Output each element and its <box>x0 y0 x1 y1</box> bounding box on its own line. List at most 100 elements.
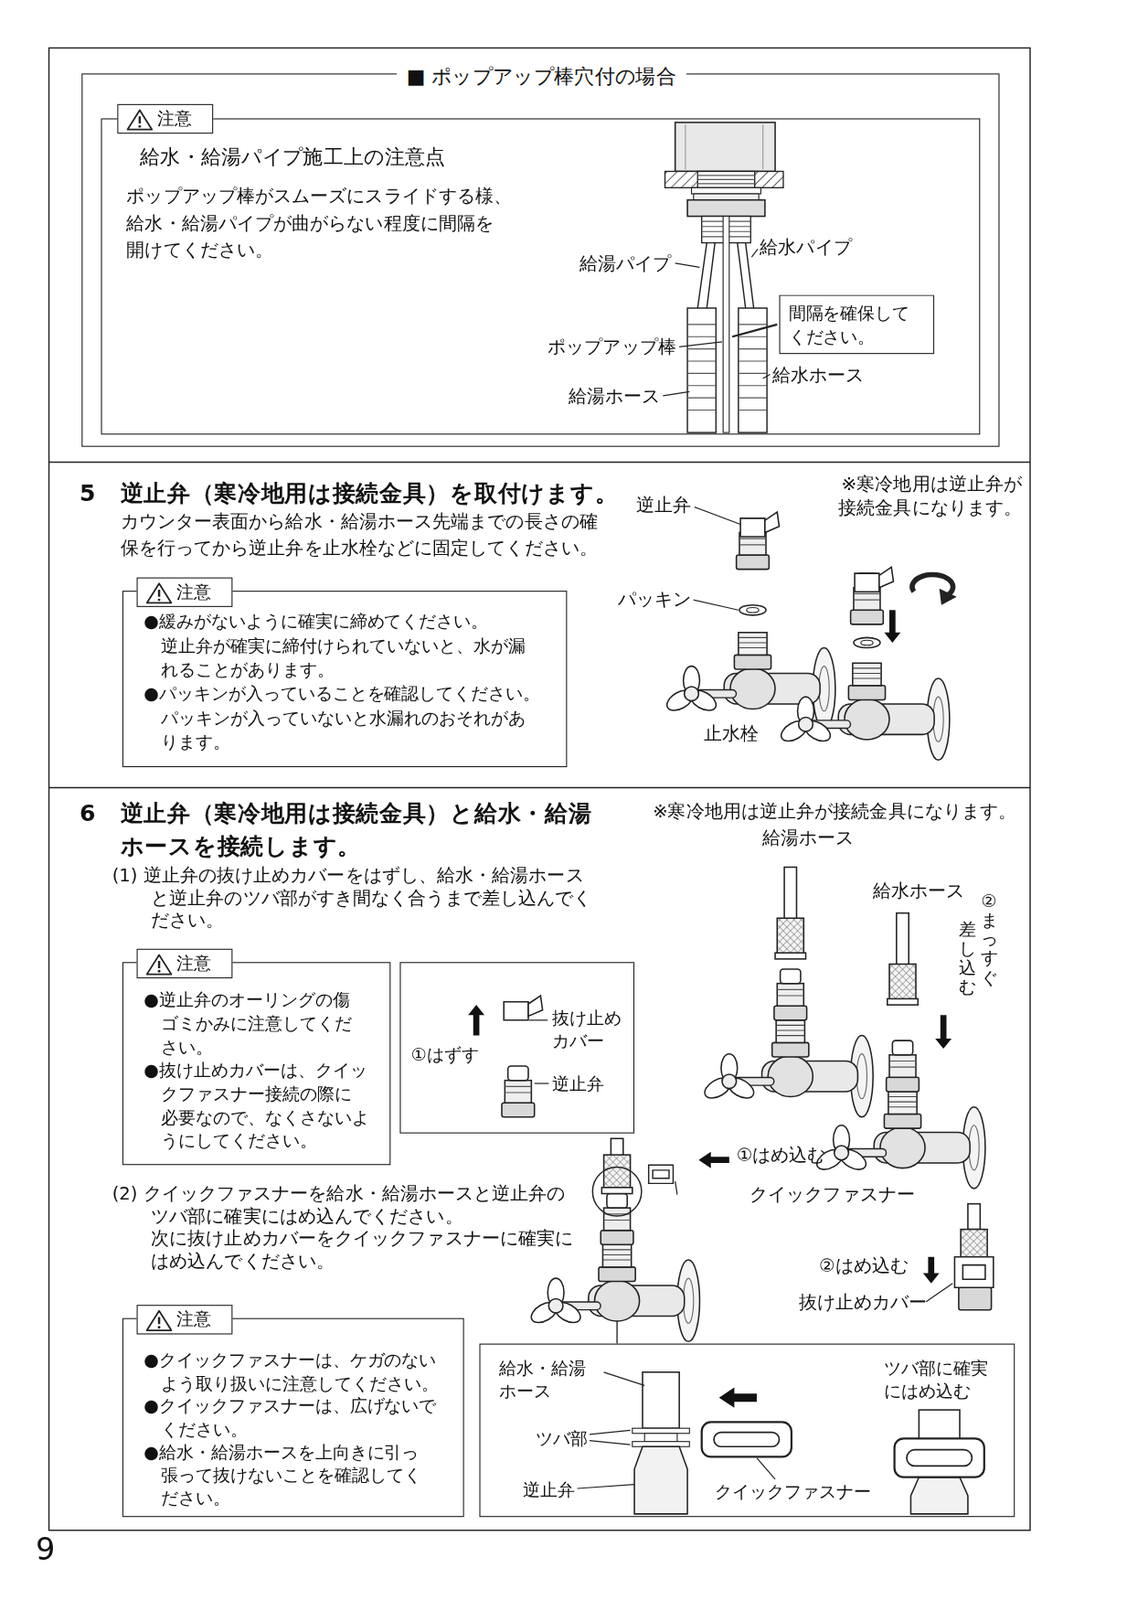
step-label: ①はめ込む <box>736 1143 827 1167</box>
text-block: 逆止弁（寒冷地用は接続金具）を取付けます。 <box>120 478 619 507</box>
part-label: 給湯ホース <box>568 384 660 408</box>
callout-text: 間隔を確保して ください。 <box>788 301 932 349</box>
fastener-figure <box>958 1286 992 1310</box>
hose-connect-figure <box>775 866 806 958</box>
fastener-detail <box>634 1445 688 1514</box>
detail-inset: 抜け止め カバー①はずす逆止弁 <box>399 961 635 1133</box>
warning-icon <box>158 1325 161 1329</box>
section-panel: ■ ポップアップ棒穴付の場合注意給水・給湯パイプ施工上の注意点ポップアップ棒がス… <box>81 73 1000 447</box>
caution-word: 注意 <box>176 1306 212 1332</box>
leader-line <box>589 1429 631 1434</box>
part-label: 止水栓 <box>703 722 759 745</box>
faucet-figure <box>687 308 716 433</box>
leader-line <box>529 1019 548 1021</box>
caution-box: 注意●逆止弁のオーリングの傷 ゴミかみに注意してくだ さい。●抜け止めカバーは、… <box>122 961 391 1165</box>
text-block: 5 <box>79 478 96 507</box>
caution-bullet: ●給水・給湯ホースを上向きに引っ 張って抜けないことを確認してく ださい。 <box>143 1440 460 1510</box>
part-label: 逆止弁 <box>636 493 692 517</box>
hose-connect-figure <box>701 1020 873 1117</box>
fastener-figure <box>954 1256 993 1287</box>
faucet-figure <box>685 124 764 170</box>
callout-box: 間隔を確保して ください。 <box>778 294 935 354</box>
warning-icon <box>158 969 161 973</box>
text-block: ●クイックファスナーは、広げないで ください。 <box>143 1393 460 1440</box>
faucet-figure <box>738 308 767 433</box>
part-label: ツバ部 <box>535 1426 588 1450</box>
faucet-figure <box>697 175 755 184</box>
warning-icon <box>158 589 160 597</box>
leader-line <box>577 1484 635 1489</box>
warning-icon <box>147 954 172 974</box>
leader-line <box>756 1457 776 1479</box>
caution-tag: 注意 <box>137 1304 234 1334</box>
fastener-detail <box>642 1371 680 1428</box>
check-valve-install-figure <box>853 637 881 648</box>
text-block: 間隔を確保して ください。 <box>788 301 932 349</box>
text-block: ●緩みがないように確実に締めてください。 逆止弁が確実に締付けられていないと、水… <box>143 609 560 682</box>
faucet-figure <box>665 170 784 188</box>
caution-bullet: ●緩みがないように確実に締めてください。 逆止弁が確実に締付けられていないと、水… <box>143 609 560 682</box>
fastener-detail <box>632 1441 690 1447</box>
note-label: ツバ部に確実 にはめ込む <box>883 1356 1011 1402</box>
faucet-figure <box>691 187 762 194</box>
caution-heading: 給水・給湯パイプ施工上の注意点 <box>139 143 447 171</box>
text-block: ●給水・給湯ホースを上向きに引っ 張って抜けないことを確認してく ださい。 <box>143 1440 460 1510</box>
part-label: 給湯パイプ <box>579 252 671 276</box>
step-heading: 逆止弁（寒冷地用は接続金具）と給水・給湯 ホースを接続します。 <box>120 796 621 862</box>
fastener-detail <box>906 1449 972 1467</box>
cover-remove-figure <box>467 995 543 1117</box>
hose-connect-figure <box>887 913 918 1005</box>
check-valve-install-figure <box>663 511 957 760</box>
fastener-detail <box>713 1432 779 1447</box>
text-block: 逆止弁（寒冷地用は接続金具）と給水・給湯 ホースを接続します。 <box>120 796 621 862</box>
part-label: クイックファスナー <box>714 1479 872 1503</box>
step-text: (1) 逆止弁の抜け止めカバーをはずし、給水・給湯ホース と逆止弁のツバ部がすき… <box>112 863 623 932</box>
caution-bullet: ●逆止弁のオーリングの傷 ゴミかみに注意してくだ さい。 <box>143 988 383 1059</box>
cover-remove-figure <box>503 995 543 1021</box>
check-valve-install-figure <box>854 566 894 592</box>
fastener-detail <box>910 1477 968 1514</box>
fastener-figure <box>528 1137 994 1343</box>
fastener-detail <box>644 1433 678 1442</box>
fastener-figure <box>698 1151 729 1169</box>
text-block: ツバ部 <box>535 1426 588 1450</box>
faucet-figure <box>697 170 755 188</box>
step-heading: 逆止弁（寒冷地用は接続金具）を取付けます。 <box>120 478 619 507</box>
part-label: 給湯ホース <box>762 826 854 850</box>
leader-line <box>589 1440 631 1445</box>
note-label: ※寒冷地用は逆止弁が接続金具になります。 <box>652 799 1017 823</box>
text-block: ●パッキンが入っていることを確認してください。 パッキンが入っていないと水漏れの… <box>143 681 560 755</box>
hose-connect-figure <box>813 1091 986 1189</box>
faucet-figure <box>693 193 759 201</box>
part-label: 抜け止め カバー <box>552 1006 640 1052</box>
caution-word: 注意 <box>176 579 212 606</box>
fastener-figure <box>601 1187 632 1194</box>
warning-icon <box>126 107 153 132</box>
leader-line <box>604 1371 646 1386</box>
fastener-detail <box>719 1387 757 1408</box>
fastener-detail <box>918 1409 960 1440</box>
check-valve-install-figure <box>883 609 901 643</box>
leader-line <box>925 1283 953 1302</box>
leader-line <box>675 1180 678 1195</box>
detail-inset: 給水・給湯 ホースツバ部逆止弁クイックファスナーツバ部に確実 にはめ込む <box>478 1343 1015 1518</box>
warning-icon <box>158 1317 160 1325</box>
hose-connect-figure <box>935 1014 952 1049</box>
leader-line <box>675 263 701 267</box>
leader-line <box>662 391 690 395</box>
text-block: 6 <box>79 796 96 830</box>
leader-line <box>534 1082 550 1084</box>
caution-word: 注意 <box>157 106 192 132</box>
page-number: 9 <box>35 1531 55 1567</box>
hose-connect-figure <box>774 968 808 1021</box>
check-valve-install-figure <box>739 605 766 616</box>
fastener-figure <box>528 1243 701 1341</box>
part-label: 給水ホース <box>872 879 965 903</box>
text-block: (1) 逆止弁の抜け止めカバーをはずし、給水・給湯ホース と逆止弁のツバ部がすき… <box>112 863 623 932</box>
faucet-figure <box>665 122 784 433</box>
step-label: ②はめ込む <box>818 1254 909 1277</box>
warning-icon <box>146 952 173 977</box>
fastener-figure <box>967 1203 980 1230</box>
part-label: 逆止弁 <box>522 1477 575 1501</box>
part-label: 抜け止めカバー <box>798 1290 928 1314</box>
